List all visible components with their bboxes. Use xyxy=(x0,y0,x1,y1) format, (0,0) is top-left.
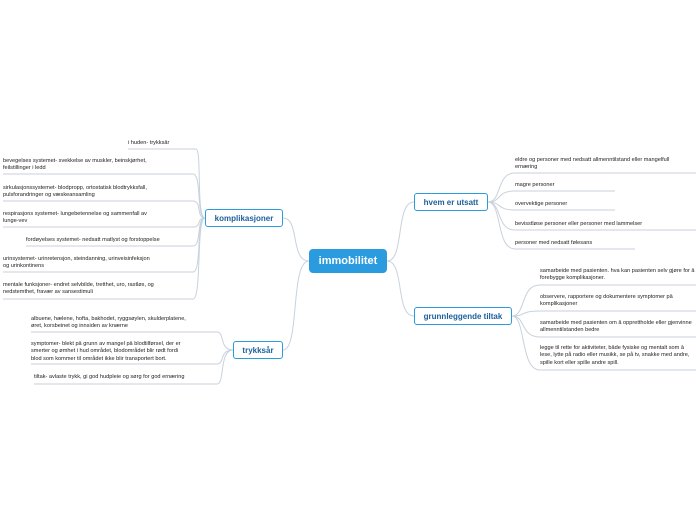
leaf-grunnleggende-tiltak-2[interactable]: observere, rapportere og dokumentere sym… xyxy=(540,294,696,309)
connector-hvem-er-utsatt xyxy=(386,201,415,262)
leaf-trykksar-2[interactable]: symptomer- blekt på grunn av mangel på b… xyxy=(31,341,217,363)
leaf-text-line: blod som kommer til området ikke blir tr… xyxy=(31,355,167,362)
leaf-connector xyxy=(192,173,206,219)
leaf-komplikasjoner-1[interactable]: i huden- trykksår xyxy=(128,140,196,147)
leaf-text-line: urinsystemet- urinretensjon, steindannin… xyxy=(3,256,150,262)
leaf-connector xyxy=(511,284,541,317)
leaf-hvem-er-utsatt-5[interactable]: personer med nedsatt følesans xyxy=(515,240,635,247)
leaf-text-line: fordøyelses systemet- nedsatt matlyst og… xyxy=(26,237,160,243)
leaf-trykksar-1[interactable]: albuene, hælene, hofta, bakhodet, ryggsø… xyxy=(31,316,217,331)
branch-grunnleggende-tiltak[interactable]: grunnleggende tiltak xyxy=(414,307,512,325)
branch-komplikasjoner[interactable]: komplikasjoner xyxy=(205,209,283,227)
connector-trykksar xyxy=(282,260,310,351)
leaf-text-line: lese, lytte på radio eller musikk, se på… xyxy=(540,352,690,359)
leaf-connector xyxy=(192,200,206,219)
leaf-connector xyxy=(487,201,516,231)
central-topic[interactable]: immobilitet xyxy=(309,249,387,273)
leaf-connector xyxy=(487,201,516,250)
leaf-connector xyxy=(216,331,234,351)
leaf-text-line: samarbeide med pasienten om å oppretthol… xyxy=(540,320,692,326)
leaf-text-line: observere, rapportere og dokumentere sym… xyxy=(540,294,673,300)
leaf-text-line: ernæring xyxy=(515,164,538,171)
leaf-komplikasjoner-3[interactable]: sirkulasjonssystemet- blodpropp, ortosta… xyxy=(3,185,193,200)
leaf-hvem-er-utsatt-2[interactable]: magre personer xyxy=(515,182,615,189)
leaf-grunnleggende-tiltak-1[interactable]: samarbeide med pasienten. hva kan pasien… xyxy=(540,268,696,283)
leaf-grunnleggende-tiltak-4[interactable]: legge til rette for aktiviteter, både fy… xyxy=(540,345,696,367)
connector-grunnleggende-tiltak xyxy=(386,260,415,317)
leaf-text-line: forebygge komplikasjoner. xyxy=(540,275,605,282)
leaf-text-line: sirkulasjonssystemet- blodpropp, ortosta… xyxy=(3,185,147,191)
leaf-text-line: smerter og ømhet i hud området, blodområ… xyxy=(31,348,179,355)
branch-trykksar[interactable]: trykksår xyxy=(233,341,283,359)
leaf-komplikasjoner-6[interactable]: urinsystemet- urinretensjon, steindannin… xyxy=(3,256,193,271)
leaf-text-line: magre personer xyxy=(515,182,555,188)
leaf-text-line: personer med nedsatt følesans xyxy=(515,240,593,246)
leaf-connector xyxy=(192,217,206,300)
leaf-text-line: komplikasjoner xyxy=(540,301,578,308)
leaf-text-line: spille kort eller spille andre spill. xyxy=(540,359,619,366)
leaf-text-line: legge til rette for aktiviteter, både fy… xyxy=(540,345,684,351)
connector-komplikasjoner xyxy=(282,217,310,262)
leaf-hvem-er-utsatt-4[interactable]: bevisstløse personer eller personer med … xyxy=(515,221,696,228)
leaf-connector xyxy=(511,315,541,371)
leaf-text-line: pulsforandringer og væskeansamling xyxy=(3,192,95,199)
leaf-komplikasjoner-5[interactable]: fordøyelses systemet- nedsatt matlyst og… xyxy=(26,237,193,244)
leaf-komplikasjoner-4[interactable]: respirasjons systemet- lungebetennelse o… xyxy=(3,211,193,226)
leaf-text-line: tiltak- avlaste trykk, gi god hudpleie o… xyxy=(34,374,185,380)
leaf-text-line: lunge-vev xyxy=(3,218,28,225)
leaf-text-line: mentale funksjoner- endret selvbilde, tr… xyxy=(3,282,154,288)
leaf-text-line: bevisstløse personer eller personer med … xyxy=(515,221,643,227)
leaf-komplikasjoner-7[interactable]: mentale funksjoner- endret selvbilde, tr… xyxy=(3,282,193,297)
leaf-text-line: i huden- trykksår xyxy=(128,140,170,146)
leaf-connector xyxy=(487,190,516,203)
leaf-text-line: øret, korsbeinet og innsiden av knærne xyxy=(31,323,129,330)
leaf-text-line: respirasjons systemet- lungebetennelse o… xyxy=(3,211,147,217)
leaf-hvem-er-utsatt-3[interactable]: overvektige personer xyxy=(515,201,615,208)
leaf-trykksar-3[interactable]: tiltak- avlaste trykk, gi god hudpleie o… xyxy=(34,374,217,381)
leaf-text-line: overvektige personer xyxy=(515,201,568,207)
leaf-text-line: symptomer- blekt på grunn av mangel på b… xyxy=(31,341,181,347)
leaf-text-line: eldre og personer med nedsatt allmenntil… xyxy=(515,157,670,163)
leaf-text-line: og urinkontinens xyxy=(3,263,45,270)
leaf-connector xyxy=(511,310,541,317)
leaf-hvem-er-utsatt-1[interactable]: eldre og personer med nedsatt allmenntil… xyxy=(515,157,696,172)
branch-hvem-er-utsatt[interactable]: hvem er utsatt xyxy=(414,193,488,211)
leaf-text-line: samarbeide med pasienten. hva kan pasien… xyxy=(540,268,695,274)
leaf-text-line: feilstillinger i ledd xyxy=(3,165,46,172)
leaf-connector xyxy=(216,349,234,385)
leaf-grunnleggende-tiltak-3[interactable]: samarbeide med pasienten om å oppretthol… xyxy=(540,320,696,335)
leaf-text-line: allmenntilstanden bedre xyxy=(540,327,600,334)
leaf-text-line: albuene, hælene, hofta, bakhodet, ryggsø… xyxy=(31,316,186,322)
leaf-text-line: nedstemthet, fravær av sansestimuli xyxy=(3,289,93,296)
leaf-text-line: bevegelses systemet- svekkelse av muskle… xyxy=(3,158,147,164)
leaf-connector xyxy=(511,315,541,338)
leaf-komplikasjoner-2[interactable]: bevegelses systemet- svekkelse av muskle… xyxy=(3,158,193,173)
leaf-connector xyxy=(487,172,516,203)
